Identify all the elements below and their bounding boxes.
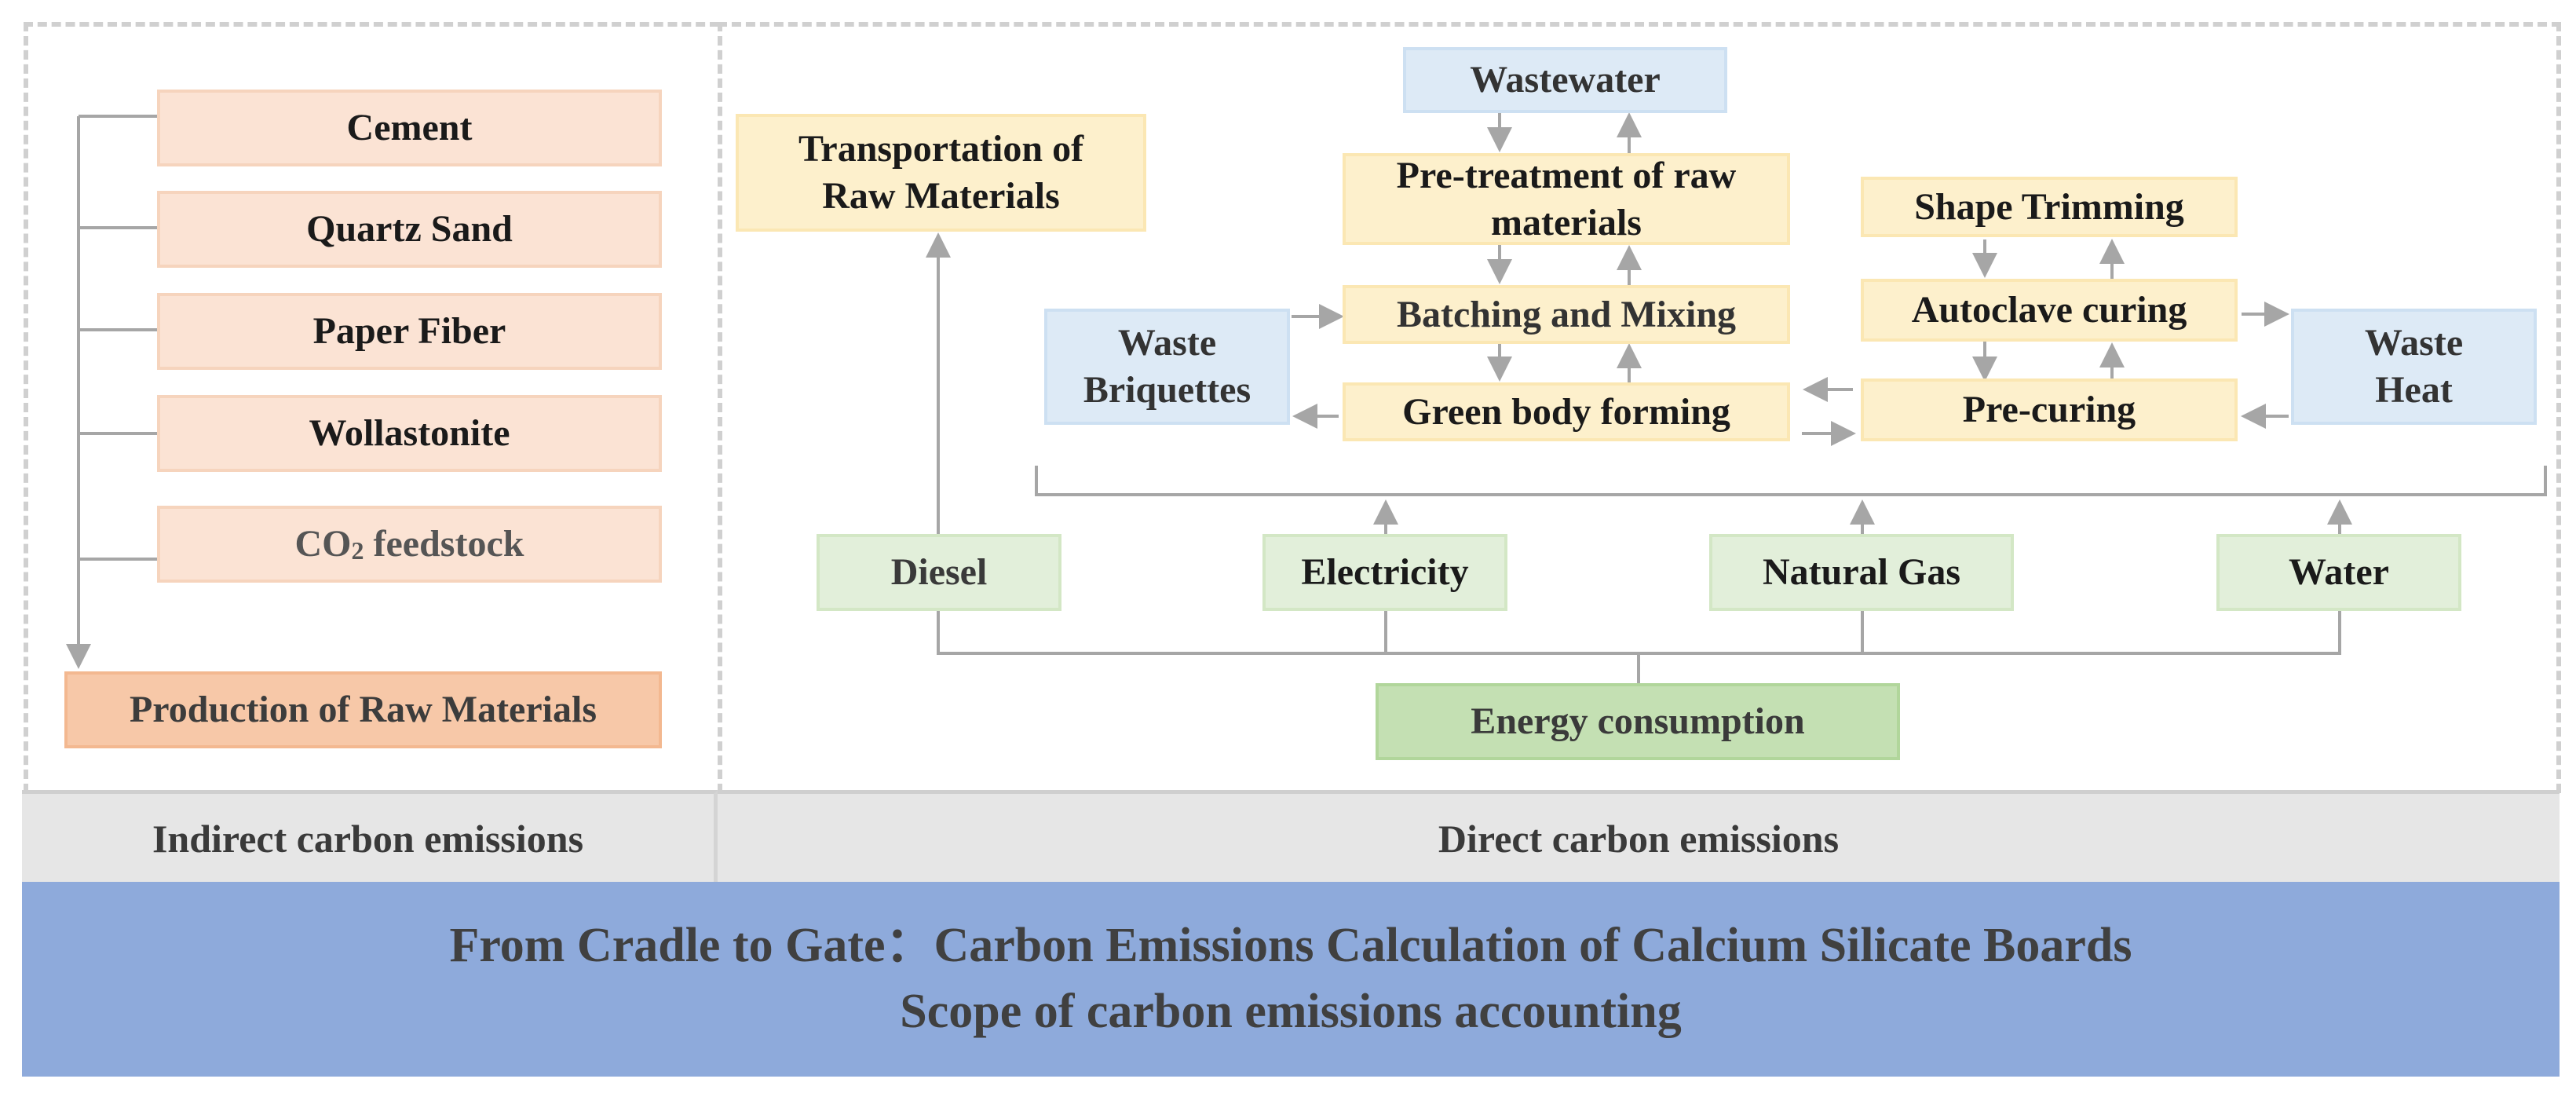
raw-material-wollastonite: Wollastonite (157, 395, 662, 472)
footer-title-bar: From Cradle to Gate：Carbon Emissions Cal… (22, 882, 2560, 1077)
waste-briquettes-line-1: Waste (1117, 322, 1217, 364)
pretreatment-box: Pre-treatment of raw materials (1343, 153, 1790, 245)
waste-briquettes-line-2: Briquettes (1083, 369, 1251, 411)
transportation-line-1: Transportation of (798, 128, 1084, 170)
waste-briquettes-box: Waste Briquettes (1044, 309, 1290, 425)
indirect-emissions-band: Indirect carbon emissions (22, 790, 718, 883)
pretreatment-line-1: Pre-treatment of raw (1396, 154, 1737, 196)
energy-consumption-box: Energy consumption (1376, 683, 1900, 760)
raw-material-cement: Cement (157, 90, 662, 166)
energy-source-electricity: Electricity (1262, 534, 1507, 611)
waste-heat-line-2: Heat (2375, 369, 2453, 411)
green-body-forming-box: Green body forming (1343, 382, 1790, 441)
transportation-box: Transportation of Raw Materials (736, 114, 1146, 232)
direct-emissions-band: Direct carbon emissions (718, 790, 2560, 883)
waste-heat-line-1: Waste (2364, 322, 2464, 364)
direct-panel (718, 22, 2561, 793)
energy-source-water: Water (2216, 534, 2461, 611)
co2-rest: feedstock (364, 523, 524, 565)
co2-subscript: 2 (351, 536, 364, 565)
process-bracket (1035, 466, 2547, 496)
energy-source-natural-gas: Natural Gas (1709, 534, 2014, 611)
waste-heat-box: Waste Heat (2291, 309, 2537, 425)
connector-lines (66, 112, 2547, 683)
pretreatment-line-2: materials (1491, 201, 1642, 243)
raw-material-quartz-sand: Quartz Sand (157, 191, 662, 268)
batching-mixing-box: Batching and Mixing (1343, 285, 1790, 344)
footer-title: From Cradle to Gate：Carbon Emissions Cal… (449, 919, 2132, 973)
wastewater-box: Wastewater (1403, 47, 1727, 113)
footer-subtitle: Scope of carbon emissions accounting (900, 985, 1682, 1038)
pre-curing-box: Pre-curing (1861, 378, 2238, 441)
energy-source-diesel: Diesel (817, 534, 1061, 611)
transportation-line-2: Raw Materials (822, 175, 1060, 217)
shape-trimming-box: Shape Trimming (1861, 177, 2238, 237)
autoclave-curing-box: Autoclave curing (1861, 279, 2238, 342)
raw-material-paper-fiber: Paper Fiber (157, 293, 662, 370)
co2-main: CO (294, 523, 352, 565)
production-of-raw-materials: Production of Raw Materials (64, 671, 662, 748)
energy-bracket (937, 611, 2341, 655)
indirect-panel (24, 22, 719, 793)
